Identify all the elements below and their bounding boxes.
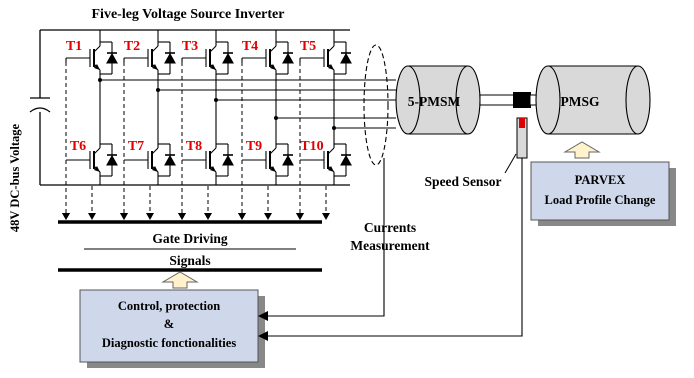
switch-label-bottom-5: T10	[300, 139, 323, 154]
switch-label-bottom-2: T7	[128, 139, 144, 154]
load-box-line1: PARVEX	[575, 173, 626, 187]
currents-label-line1: Currents	[364, 220, 416, 235]
control-box-line2: &	[164, 317, 174, 331]
diagram-title: Five-leg Voltage Source Inverter	[92, 7, 285, 22]
sense-arrow-4	[264, 186, 272, 220]
switch-bottom-1	[66, 138, 118, 182]
switch-bottom-2	[124, 138, 176, 182]
phase-lines	[100, 79, 396, 129]
sense-arrow-5	[322, 186, 330, 220]
switch-label-bottom-3: T8	[186, 139, 202, 154]
sense-arrow-2	[146, 186, 154, 220]
switch-label-top-3: T3	[182, 39, 198, 54]
motor-label: 5-PMSM	[408, 94, 461, 109]
switch-bottom-5	[300, 138, 352, 182]
gate-arrow-5-bottom	[296, 160, 304, 220]
control-box-line3: Diagnostic fonctionalities	[102, 336, 237, 350]
gate-label-line2: Signals	[169, 253, 210, 268]
gate-label-line1: Gate Driving	[152, 231, 228, 246]
speed-sensor	[516, 117, 528, 159]
switch-label-top-2: T2	[124, 39, 140, 54]
control-box: Control, protection & Diagnostic fonctio…	[79, 289, 265, 368]
switch-bottom-3	[182, 138, 234, 182]
speed-sensor-pointer	[504, 153, 517, 174]
switch-label-bottom-4: T9	[246, 139, 262, 154]
sense-arrow-1	[88, 186, 96, 220]
switch-top-5	[300, 36, 352, 80]
currents-label-line2: Measurement	[350, 238, 430, 253]
switch-top-4	[242, 36, 294, 80]
arrowhead-speed	[258, 331, 268, 341]
control-box-line1: Control, protection	[118, 299, 220, 313]
gate-arrow-4-bottom	[238, 160, 246, 220]
switch-top-2	[124, 36, 176, 80]
up-arrow-gate	[161, 271, 199, 289]
arrowhead-currents	[258, 311, 268, 321]
switch-label-top-4: T4	[242, 39, 258, 54]
gate-signal-arrows	[62, 62, 330, 220]
gate-arrow-3-bottom	[178, 160, 186, 220]
switch-label-top-1: T1	[66, 39, 82, 54]
pmsm-motor: 5-PMSM	[395, 65, 481, 135]
pmsg-generator: PMSG	[535, 65, 651, 135]
load-box: PARVEX Load Profile Change	[530, 161, 676, 226]
switch-top-1	[66, 36, 118, 80]
current-sensor-ellipse	[363, 44, 389, 166]
switch-label-bottom-1: T6	[70, 139, 86, 154]
switch-label-top-5: T5	[300, 39, 316, 54]
load-box-line2: Load Profile Change	[545, 193, 656, 207]
generator-label: PMSG	[561, 94, 600, 109]
dc-bus	[29, 29, 350, 186]
switch-top-3	[182, 36, 234, 80]
dc-bus-label: 48V DC-bus Voltage	[8, 123, 22, 232]
sense-arrow-3	[204, 186, 212, 220]
feedback-lines	[266, 158, 523, 337]
gate-arrow-1-bottom	[62, 160, 70, 220]
up-arrow-load	[563, 141, 601, 159]
speed-sensor-label: Speed Sensor	[425, 174, 502, 189]
gate-arrow-2-bottom	[120, 160, 128, 220]
switch-bottom-4	[242, 138, 294, 182]
